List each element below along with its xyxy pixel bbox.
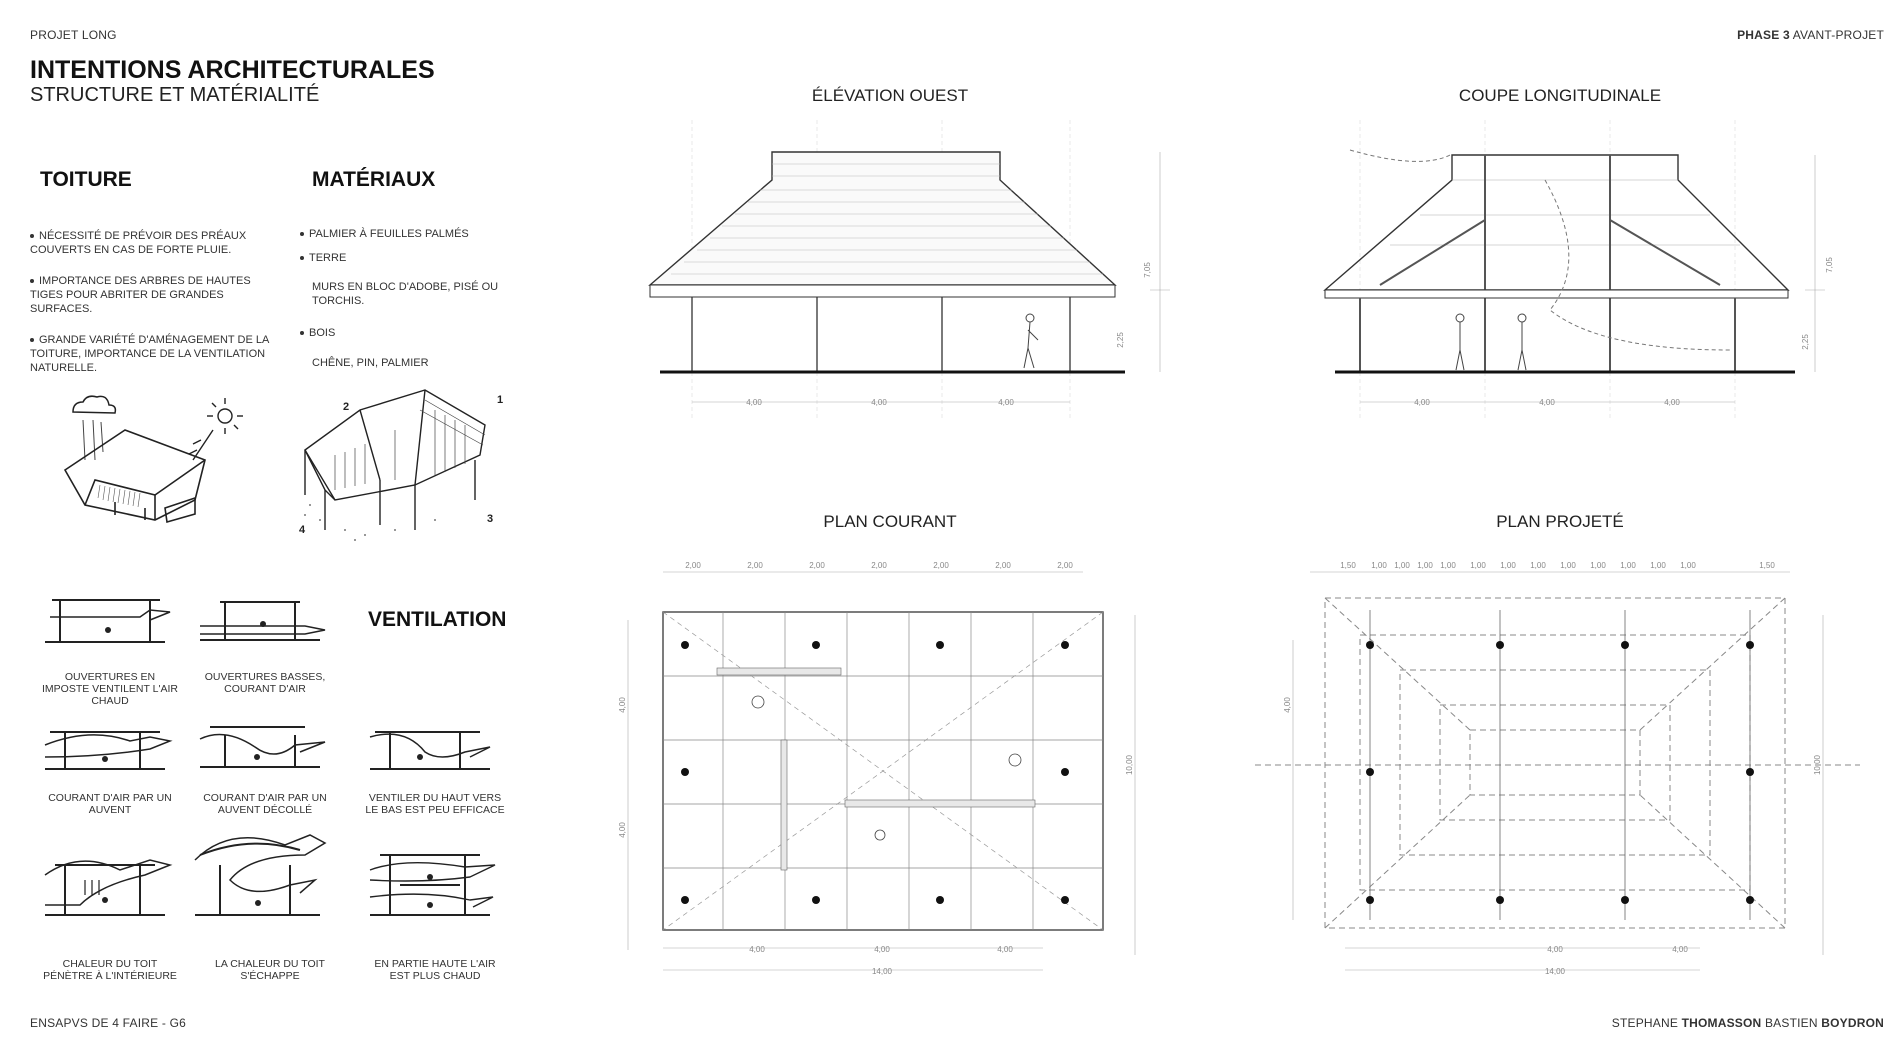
pp-top-dim-10: 1,00 <box>1590 561 1606 570</box>
coupe-dim-1: 4,00 <box>1414 398 1430 407</box>
pc-right-dim: 10,00 <box>1125 754 1134 775</box>
pp-bottom-dim-2: 4,00 <box>1672 945 1688 954</box>
person-figure <box>751 695 1022 841</box>
footer-school: ENSAPVS DE 4 FAIRE - G6 <box>30 1016 186 1030</box>
sketch-label-4: 4 <box>299 524 306 536</box>
vent-caption-1: OUVERTURES EN IMPOSTE VENTILENT L'AIR CH… <box>41 671 178 707</box>
house-sketch <box>63 429 206 524</box>
page-title: INTENTIONS ARCHITECTURALES <box>30 56 435 84</box>
vent-sketch-3 <box>44 731 173 770</box>
pp-top-dim-6: 1,00 <box>1470 561 1486 570</box>
pp-top-dim-14: 1,50 <box>1759 561 1775 570</box>
plan-projete-title: PLAN PROJETÉ <box>1496 512 1624 531</box>
pp-top-dim-13: 1,00 <box>1680 561 1696 570</box>
sketch-label-1: 1 <box>497 394 503 406</box>
vent-sketch-7 <box>194 834 327 916</box>
pc-top-dim-4: 2,00 <box>871 561 887 570</box>
vent-caption-4: COURANT D'AIR PAR UN AUVENT DÉCOLLÉ <box>203 792 327 816</box>
coupe-title: COUPE LONGITUDINALE <box>1458 86 1662 105</box>
cloud-icon <box>72 395 117 414</box>
hut-structure-sketch: 1 2 3 4 <box>299 389 503 541</box>
pc-left-dim-2: 4,00 <box>618 822 627 838</box>
pp-bottom-dim-1: 4,00 <box>1547 945 1563 954</box>
vent-caption-2: OUVERTURES BASSES, COURANT D'AIR <box>204 671 326 695</box>
toiture-bullet-2: IMPORTANCE DES ARBRES DE HAUTES TIGES PO… <box>30 275 251 315</box>
roof-sketch <box>63 395 243 524</box>
pc-total-dim: 14,00 <box>872 967 893 976</box>
phase-label: PHASE 3 AVANT-PROJET <box>1737 28 1884 42</box>
pc-bottom-dim-3: 4,00 <box>997 945 1013 954</box>
elevation-title: ÉLÉVATION OUEST <box>811 86 969 105</box>
pp-top-dim-11: 1,00 <box>1620 561 1636 570</box>
elev-dim-3: 4,00 <box>998 398 1014 407</box>
pp-top-dim-12: 1,00 <box>1650 561 1666 570</box>
pp-top-dim-3: 1,00 <box>1394 561 1410 570</box>
elev-h-low: 2,25 <box>1116 332 1125 348</box>
coupe-h-low: 2,25 <box>1801 334 1810 350</box>
materiaux-heading: MATÉRIAUX <box>312 168 436 191</box>
pp-top-dim-8: 1,00 <box>1530 561 1546 570</box>
page-subtitle: STRUCTURE ET MATÉRIALITÉ <box>30 84 320 106</box>
plan-courant-drawing: 2,00 2,00 2,00 2,00 2,00 2,00 2,00 4,00 … <box>618 561 1136 976</box>
sketch-label-2: 2 <box>343 401 349 413</box>
pc-left-dim-1: 4,00 <box>618 697 627 713</box>
materiaux-bullet-1: PALMIER À FEUILLES PALMÉS <box>300 227 520 241</box>
elev-h-total: 7,05 <box>1143 262 1152 278</box>
pc-top-dim-7: 2,00 <box>1057 561 1073 570</box>
pp-left-dim: 4,00 <box>1283 697 1292 713</box>
vent-caption-3: COURANT D'AIR PAR UN AUVENT <box>48 792 172 816</box>
toiture-bullet-1: NÉCESSITÉ DE PRÉVOIR DES PRÉAUX COUVERTS… <box>30 230 247 256</box>
person-figure <box>1023 313 1039 369</box>
pc-top-dim-2: 2,00 <box>747 561 763 570</box>
elev-dim-2: 4,00 <box>871 398 887 407</box>
footer-authors: STEPHANE THOMASSON BASTIEN BOYDRON <box>1611 1016 1884 1030</box>
pc-bottom-dim-2: 4,00 <box>874 945 890 954</box>
sun-icon <box>188 398 243 461</box>
coupe-dim-3: 4,00 <box>1664 398 1680 407</box>
pp-top-dim-4: 1,00 <box>1417 561 1433 570</box>
pc-top-dim-3: 2,00 <box>809 561 825 570</box>
vent-caption-7: LA CHALEUR DU TOIT S'ÉCHAPPE <box>215 958 325 982</box>
vent-sketch-4 <box>199 726 326 768</box>
vent-caption-5: VENTILER DU HAUT VERS LE BAS EST PEU EFF… <box>365 792 505 816</box>
plan-projete-drawing: 1,50 1,00 1,00 1,00 1,00 1,00 1,00 1,00 … <box>1255 561 1860 976</box>
pc-top-dim-1: 2,00 <box>685 561 701 570</box>
vent-sketch-5 <box>369 731 491 770</box>
elevation-ouest-drawing: 4,00 4,00 4,00 7,05 2,25 <box>648 120 1170 420</box>
sketch-label-3: 3 <box>487 513 493 525</box>
elev-dim-1: 4,00 <box>746 398 762 407</box>
vent-sketch-6 <box>44 859 173 916</box>
pp-top-dim-9: 1,00 <box>1560 561 1576 570</box>
plan-courant-title: PLAN COURANT <box>823 512 957 531</box>
vent-sketch-2 <box>200 601 326 641</box>
pc-top-dim-5: 2,00 <box>933 561 949 570</box>
materiaux-bullet-2: TERRE <box>300 251 520 265</box>
toiture-heading: TOITURE <box>40 168 132 191</box>
coupe-h-total: 7,05 <box>1825 257 1834 273</box>
person-figure <box>1455 313 1527 371</box>
toiture-bullet-3: GRANDE VARIÉTÉ D'AMÉNAGEMENT DE LA TOITU… <box>30 334 269 374</box>
coupe-dim-2: 4,00 <box>1539 398 1555 407</box>
vent-caption-6: CHALEUR DU TOIT PÉNÈTRE À L'INTÉRIEURE <box>43 958 177 982</box>
pp-total-dim: 14,00 <box>1545 967 1566 976</box>
coupe-longitudinale-drawing: 4,00 4,00 4,00 7,05 2,25 <box>1323 120 1834 420</box>
materiaux-bullet-3: BOIS <box>300 326 520 340</box>
vent-sketch-8 <box>369 854 496 916</box>
ventilation-heading: VENTILATION <box>368 608 507 631</box>
materiaux-bois-detail: CHÊNE, PIN, PALMIER <box>312 357 429 369</box>
materiaux-terre-detail: MURS EN BLOC D'ADOBE, PISÉ OU TORCHIS. <box>312 281 499 307</box>
project-label: PROJET LONG <box>30 28 117 42</box>
pp-top-dim-7: 1,00 <box>1500 561 1516 570</box>
pc-top-dim-6: 2,00 <box>995 561 1011 570</box>
pp-top-dim-5: 1,00 <box>1440 561 1456 570</box>
pc-bottom-dim-1: 4,00 <box>749 945 765 954</box>
pp-top-dim-2: 1,00 <box>1371 561 1387 570</box>
vent-caption-8: EN PARTIE HAUTE L'AIR EST PLUS CHAUD <box>374 958 496 982</box>
vent-sketch-1 <box>45 599 171 643</box>
rain-icon <box>82 419 104 461</box>
pp-top-dim-1: 1,50 <box>1340 561 1356 570</box>
